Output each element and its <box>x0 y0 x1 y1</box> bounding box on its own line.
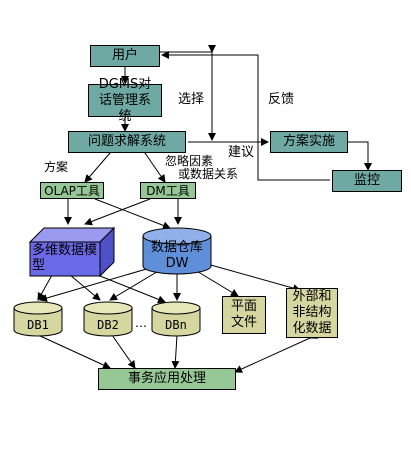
label-select: 选择 <box>178 92 205 107</box>
label-feedback: 反馈 <box>268 92 295 107</box>
label-or-rel: 或数据关系 <box>178 167 239 181</box>
node-db2-label: DB2 <box>97 318 119 332</box>
db1-cylinder <box>13 301 63 337</box>
ellipsis-label: … <box>135 316 147 330</box>
node-monitor: 监控 <box>332 170 402 192</box>
node-dm: DM工具 <box>140 182 196 199</box>
node-solver: 问题求解系统 <box>68 131 186 153</box>
node-olap: OLAP工具 <box>40 182 104 199</box>
node-user: 用户 <box>90 45 160 67</box>
node-cube-label: 多维数据模型 <box>32 243 98 273</box>
connector-lines <box>29 45 372 373</box>
node-tx: 事务应用处理 <box>98 368 236 390</box>
edge-feedback <box>161 51 330 181</box>
node-plan-exec: 方案实施 <box>270 131 348 153</box>
label-suggest: 建议 <box>228 145 255 160</box>
node-dbn-label: DBn <box>165 318 187 332</box>
node-dgms: DGMS对话管理系统 <box>88 77 162 124</box>
label-ignore: 忽略因素 <box>165 154 214 168</box>
dbn-cylinder <box>151 301 201 337</box>
label-scheme: 方案 <box>44 160 69 174</box>
cube-shape <box>28 226 116 278</box>
node-dw-label: 数据仓库DW <box>150 240 203 271</box>
dw-cylinder <box>142 227 212 275</box>
node-db1-label: DB1 <box>27 318 49 332</box>
node-flat-file: 平面文件 <box>222 296 266 334</box>
db2-cylinder <box>83 301 133 337</box>
node-external: 外部和非结构化数据 <box>286 288 338 338</box>
